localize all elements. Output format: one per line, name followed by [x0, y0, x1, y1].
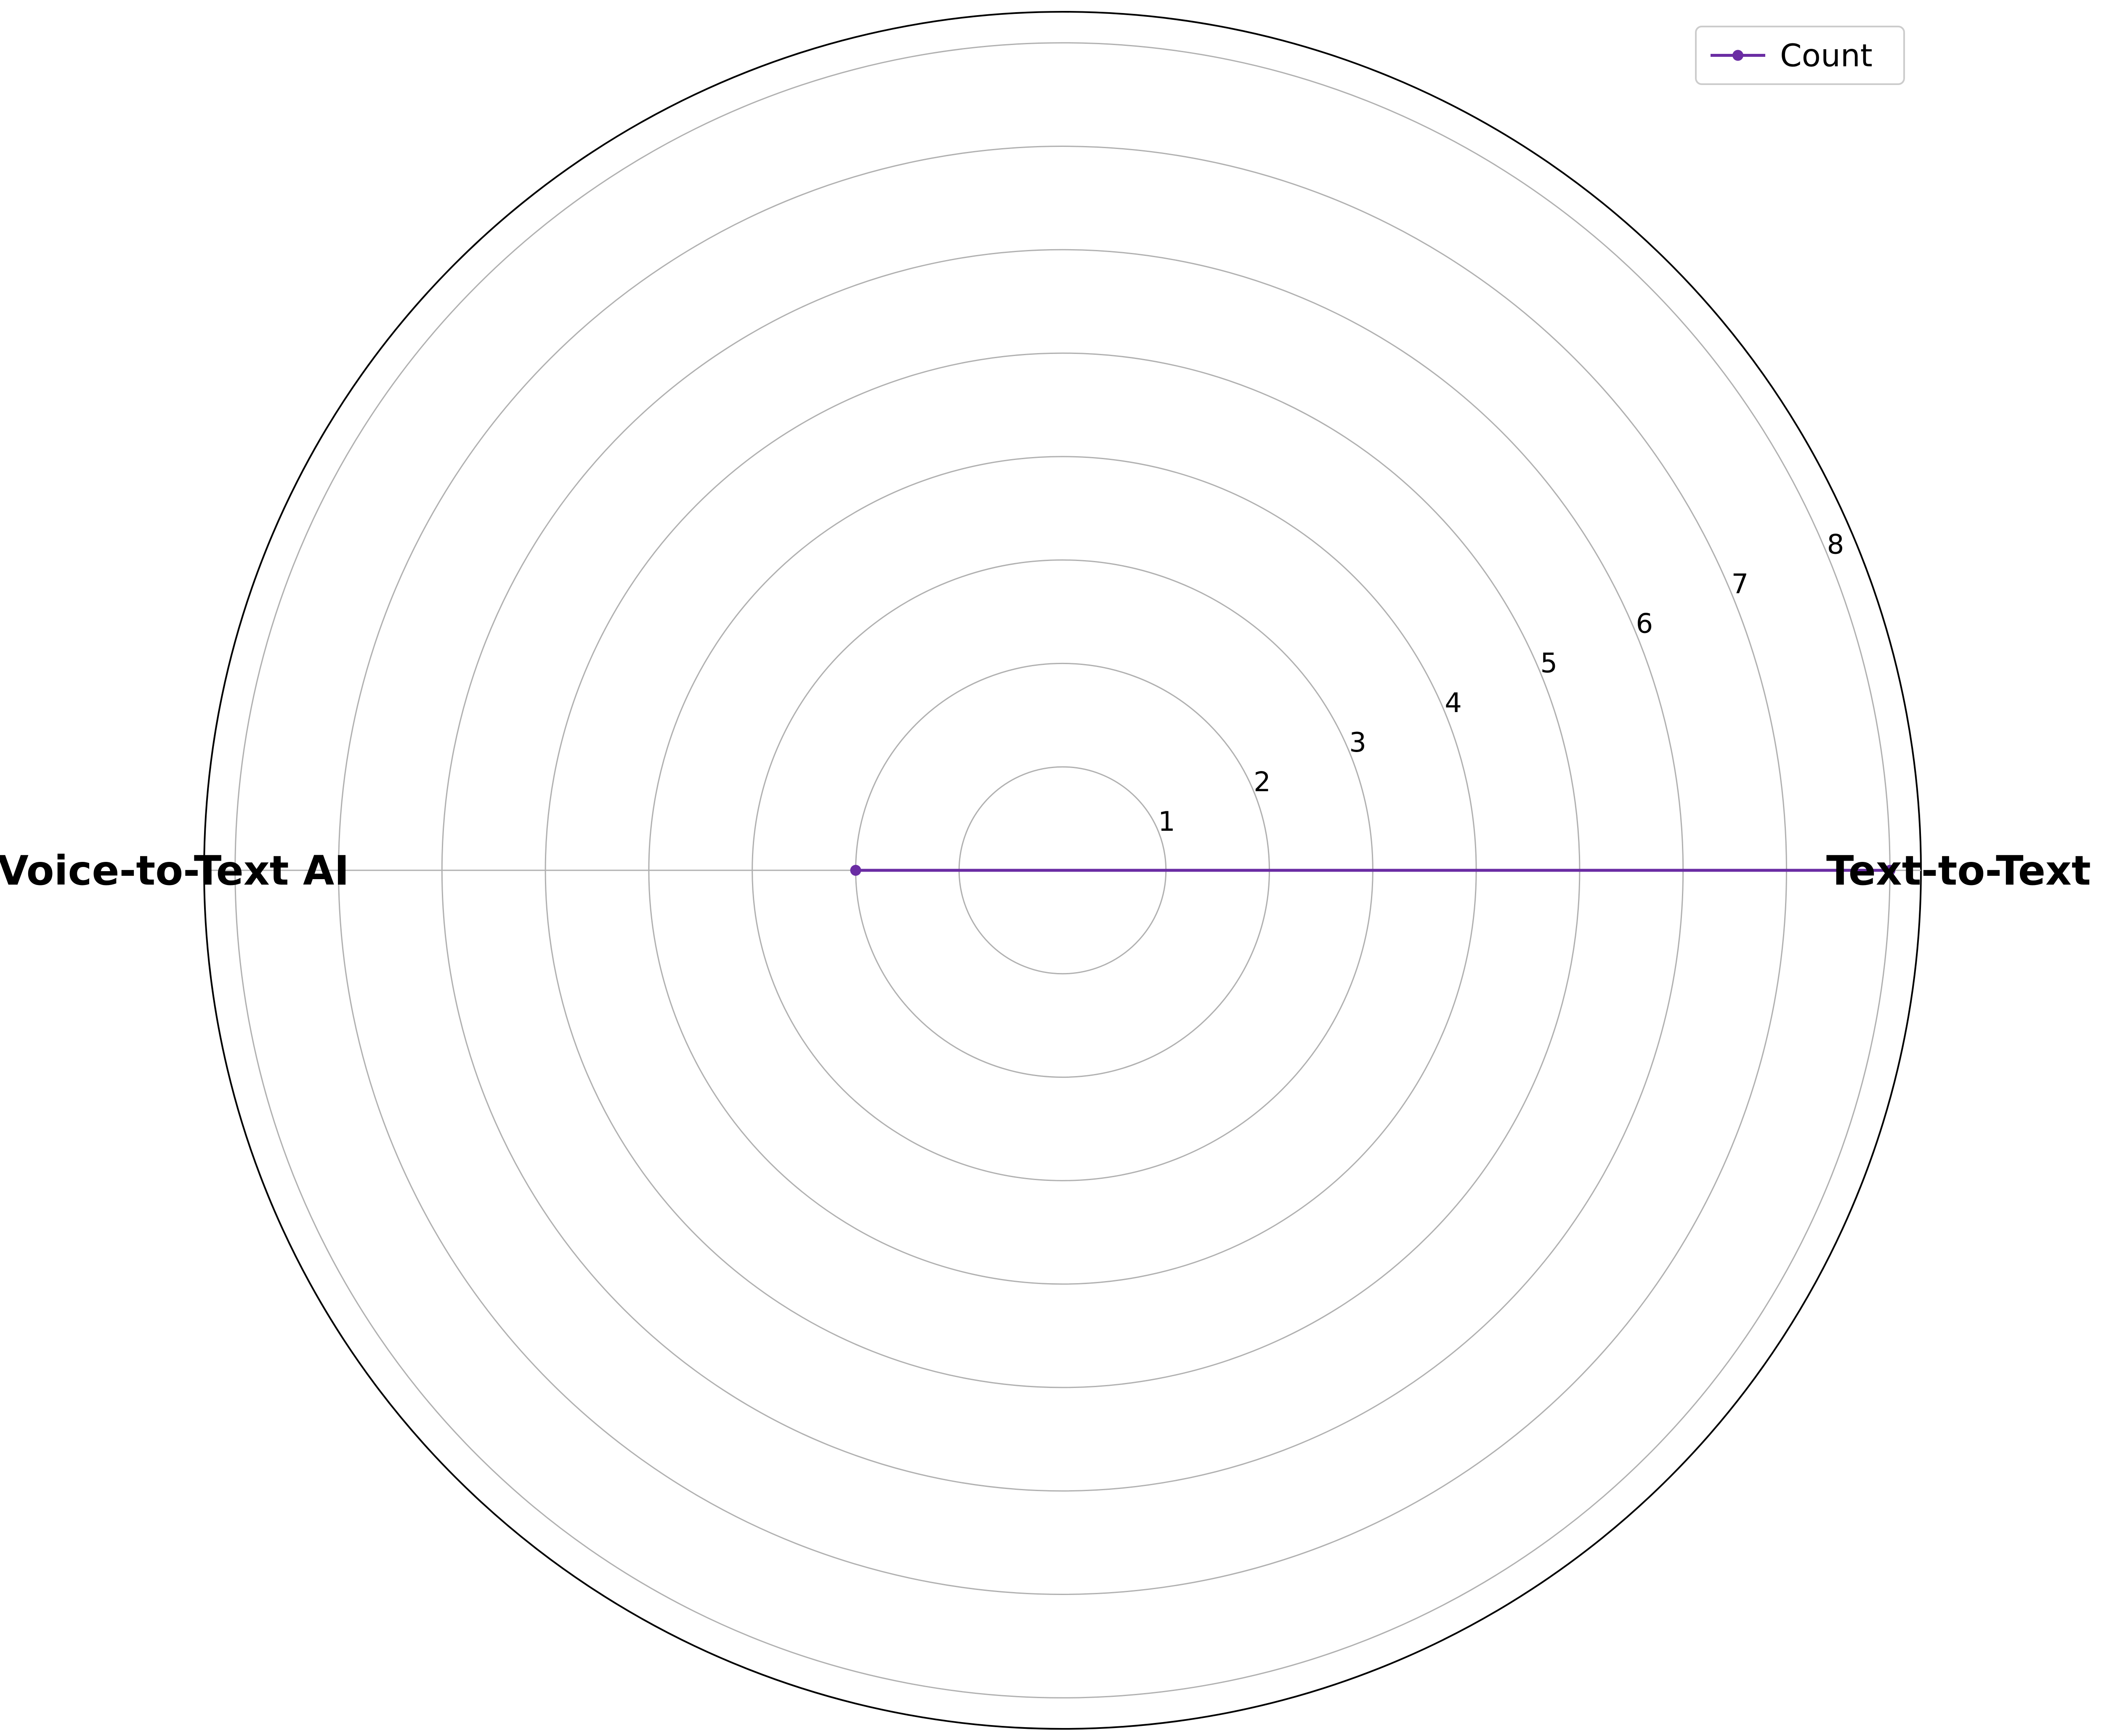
- radial-tick-label-2: 2: [1254, 767, 1271, 798]
- legend: Count: [1695, 26, 1905, 85]
- radial-tick-label-8: 8: [1827, 529, 1844, 561]
- radial-tick-label-3: 3: [1349, 727, 1366, 758]
- radial-tick-label-4: 4: [1445, 688, 1462, 719]
- data-point-2: [850, 865, 861, 876]
- data-point-1: [1884, 865, 1896, 876]
- legend-box: [1695, 26, 1905, 85]
- radial-tick-label-5: 5: [1540, 648, 1557, 679]
- legend-marker-swatch: [1732, 50, 1743, 61]
- category-label-2: Voice-to-Text AI: [0, 847, 349, 894]
- legend-label: Count: [1780, 38, 1873, 74]
- radial-tick-label-1: 1: [1158, 806, 1175, 837]
- radial-tick-label-7: 7: [1732, 569, 1749, 600]
- radial-tick-label-6: 6: [1636, 609, 1653, 640]
- category-labels: Text-to-Text AI Voice-to-Text AI: [0, 847, 2104, 894]
- radial-tick-labels: 1 2 3 4 5 6 7 8: [1158, 529, 1844, 837]
- series-layer: [850, 865, 1896, 876]
- category-label-1: Text-to-Text AI: [1826, 847, 2104, 894]
